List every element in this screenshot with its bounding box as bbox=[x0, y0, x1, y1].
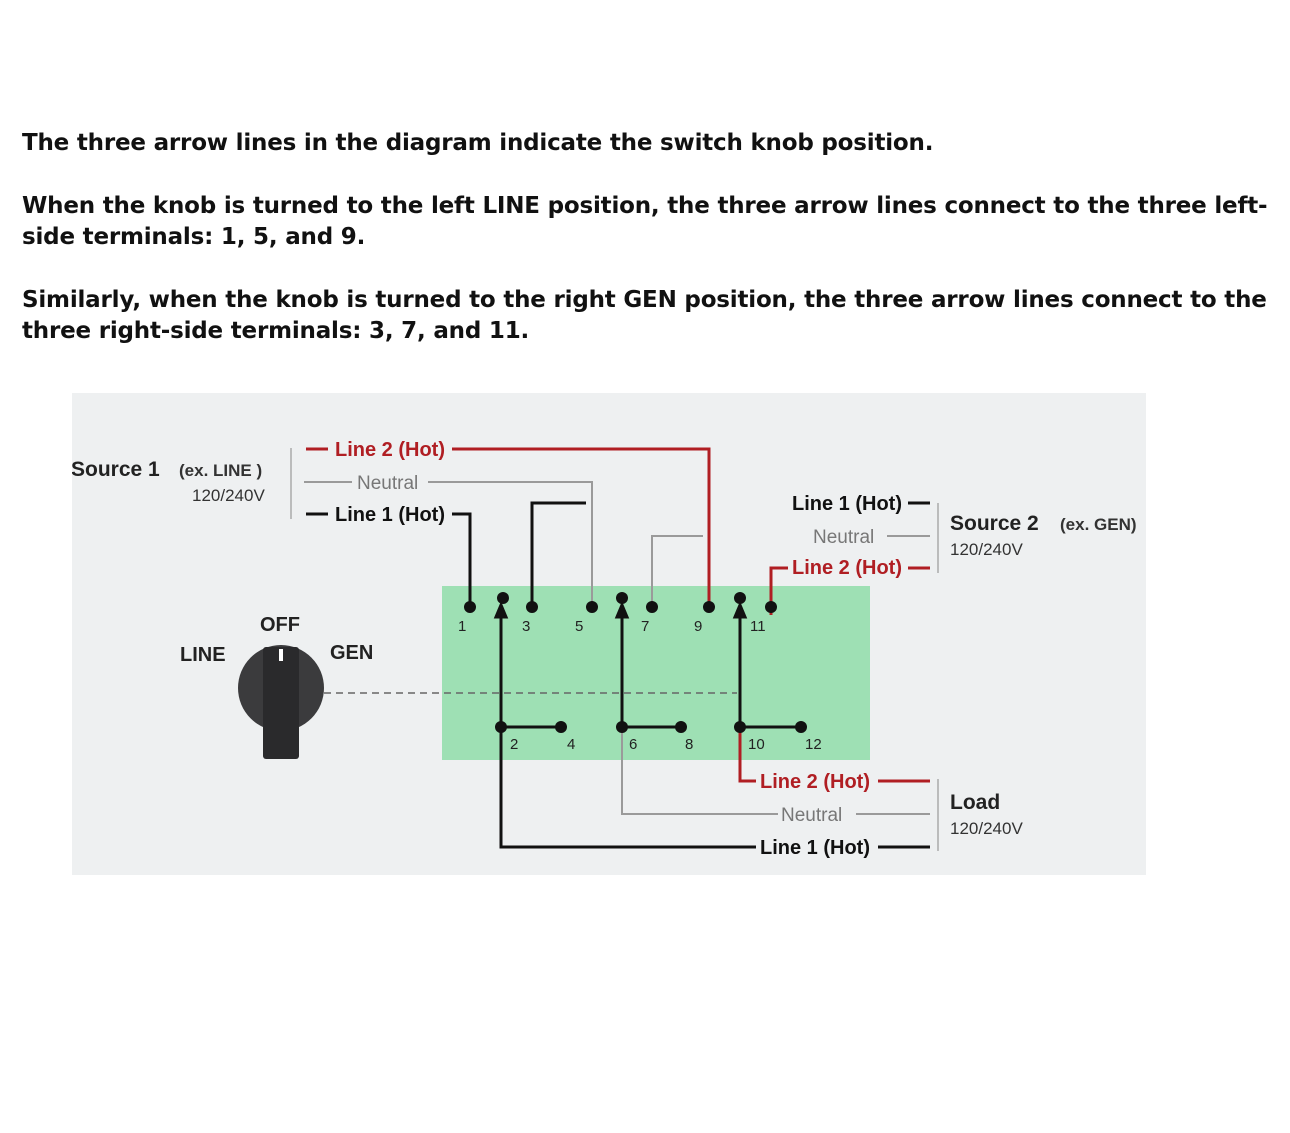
source2-line2-wire bbox=[769, 566, 930, 615]
contact-arrow-1 bbox=[493, 601, 509, 729]
source2-line1-wire bbox=[530, 501, 930, 605]
terminal-2-label: 2 bbox=[510, 736, 518, 753]
source1-neutral-label: Neutral bbox=[357, 473, 418, 494]
knob-off-label: OFF bbox=[260, 614, 300, 636]
load-line1-label: Line 1 (Hot) bbox=[760, 837, 870, 859]
terminal-6-label: 6 bbox=[629, 736, 637, 753]
load-line2-label: Line 2 (Hot) bbox=[760, 771, 870, 793]
switch-body bbox=[442, 586, 870, 760]
knob-line-label: LINE bbox=[180, 644, 226, 666]
source1-note: (ex. LINE ) bbox=[179, 461, 262, 480]
terminal-1-label: 1 bbox=[458, 618, 466, 635]
source1-line2-label: Line 2 (Hot) bbox=[335, 439, 445, 461]
intro-paragraph: The three arrow lines in the diagram ind… bbox=[22, 130, 934, 156]
source2-neutral-wire bbox=[651, 535, 930, 605]
line-position-paragraph: When the knob is turned to the left LINE… bbox=[22, 193, 1268, 250]
terminal-5-label: 5 bbox=[575, 618, 583, 635]
knob-gen-label: GEN bbox=[330, 642, 373, 664]
load-voltage: 120/240V bbox=[950, 819, 1023, 838]
terminal-11-label: 11 bbox=[750, 618, 766, 635]
source1-neutral-wire bbox=[304, 481, 593, 605]
source1-title: Source 1 bbox=[72, 458, 160, 481]
load-line2-wire bbox=[738, 729, 930, 783]
source1-line2-wire bbox=[306, 447, 711, 605]
load-title: Load bbox=[950, 791, 1000, 814]
terminal-12-label: 12 bbox=[805, 736, 822, 753]
terminal-7-label: 7 bbox=[641, 618, 649, 635]
gen-position-paragraph: Similarly, when the knob is turned to th… bbox=[22, 287, 1267, 344]
source2-voltage: 120/240V bbox=[950, 540, 1023, 559]
terminal-dots bbox=[464, 592, 807, 733]
terminal-3-label: 3 bbox=[522, 618, 530, 635]
source2-line1-label: Line 1 (Hot) bbox=[792, 493, 902, 515]
source2-line2-label: Line 2 (Hot) bbox=[792, 557, 902, 579]
selector-knob-icon bbox=[238, 645, 324, 759]
contact-arrow-3 bbox=[732, 601, 748, 729]
terminal-10-label: 10 bbox=[748, 736, 765, 753]
load-line1-wire bbox=[499, 729, 930, 849]
load-neutral-wire bbox=[621, 729, 930, 815]
terminal-4-label: 4 bbox=[567, 736, 575, 753]
terminal-9-label: 9 bbox=[694, 618, 702, 635]
source1-voltage: 120/240V bbox=[192, 486, 265, 505]
source1-line1-label: Line 1 (Hot) bbox=[335, 504, 445, 526]
source1-line1-wire bbox=[306, 512, 472, 605]
contact-arrow-2 bbox=[614, 601, 630, 729]
source2-neutral-label: Neutral bbox=[813, 527, 874, 548]
transfer-switch-diagram: Source 1 (ex. LINE ) 120/240V Line 2 (Ho… bbox=[72, 393, 1146, 875]
terminal-8-label: 8 bbox=[685, 736, 693, 753]
load-neutral-label: Neutral bbox=[781, 805, 842, 826]
source2-note: (ex. GEN) bbox=[1060, 515, 1137, 534]
source2-title: Source 2 bbox=[950, 512, 1039, 535]
